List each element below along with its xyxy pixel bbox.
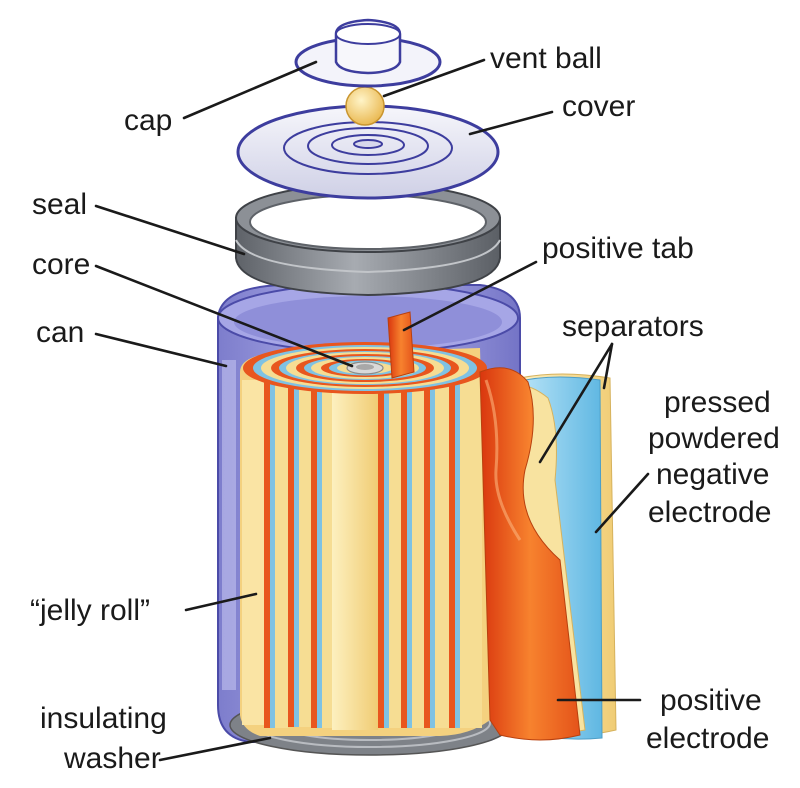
leader-seal xyxy=(94,204,246,256)
label-positive-electrode-2: electrode xyxy=(646,722,769,755)
unrolled-electrodes xyxy=(479,367,617,741)
label-separators: separators xyxy=(562,310,704,343)
vent-ball xyxy=(345,86,385,126)
positive-tab xyxy=(387,311,415,379)
label-can: can xyxy=(36,316,84,349)
label-negative-electrode-1: pressed xyxy=(664,386,771,419)
leader-lines xyxy=(94,58,650,762)
leader-vent-ball xyxy=(382,58,486,98)
leader-can xyxy=(94,332,228,368)
label-negative-electrode-4: electrode xyxy=(648,496,771,529)
cap xyxy=(294,18,442,88)
label-seal: seal xyxy=(32,188,87,221)
label-insulating-washer-1: insulating xyxy=(40,702,167,735)
leader-separators-1 xyxy=(538,342,614,464)
leader-cover xyxy=(468,110,554,136)
label-jelly-roll: “jelly roll” xyxy=(30,594,150,627)
leader-negative-electrode xyxy=(594,472,650,534)
label-insulating-washer-2: washer xyxy=(63,742,161,775)
leader-jelly-roll xyxy=(184,592,258,612)
label-cover: cover xyxy=(562,90,635,123)
core xyxy=(346,361,384,375)
label-negative-electrode-3: negative xyxy=(656,458,769,491)
label-negative-electrode-2: powdered xyxy=(648,422,780,455)
leader-cap xyxy=(182,60,318,120)
label-core: core xyxy=(32,248,90,281)
label-vent-ball: vent ball xyxy=(490,42,602,75)
seal xyxy=(235,183,501,297)
leader-separators-2 xyxy=(602,342,614,390)
leader-insulating-washer xyxy=(158,736,272,762)
labels: cap vent ball cover seal positive tab co… xyxy=(30,42,780,775)
label-positive-tab: positive tab xyxy=(542,232,694,265)
leader-core xyxy=(94,264,354,368)
label-cap: cap xyxy=(124,104,172,137)
jelly-roll xyxy=(240,348,490,736)
label-positive-electrode-1: positive xyxy=(660,684,762,717)
leader-positive-tab xyxy=(402,260,538,332)
